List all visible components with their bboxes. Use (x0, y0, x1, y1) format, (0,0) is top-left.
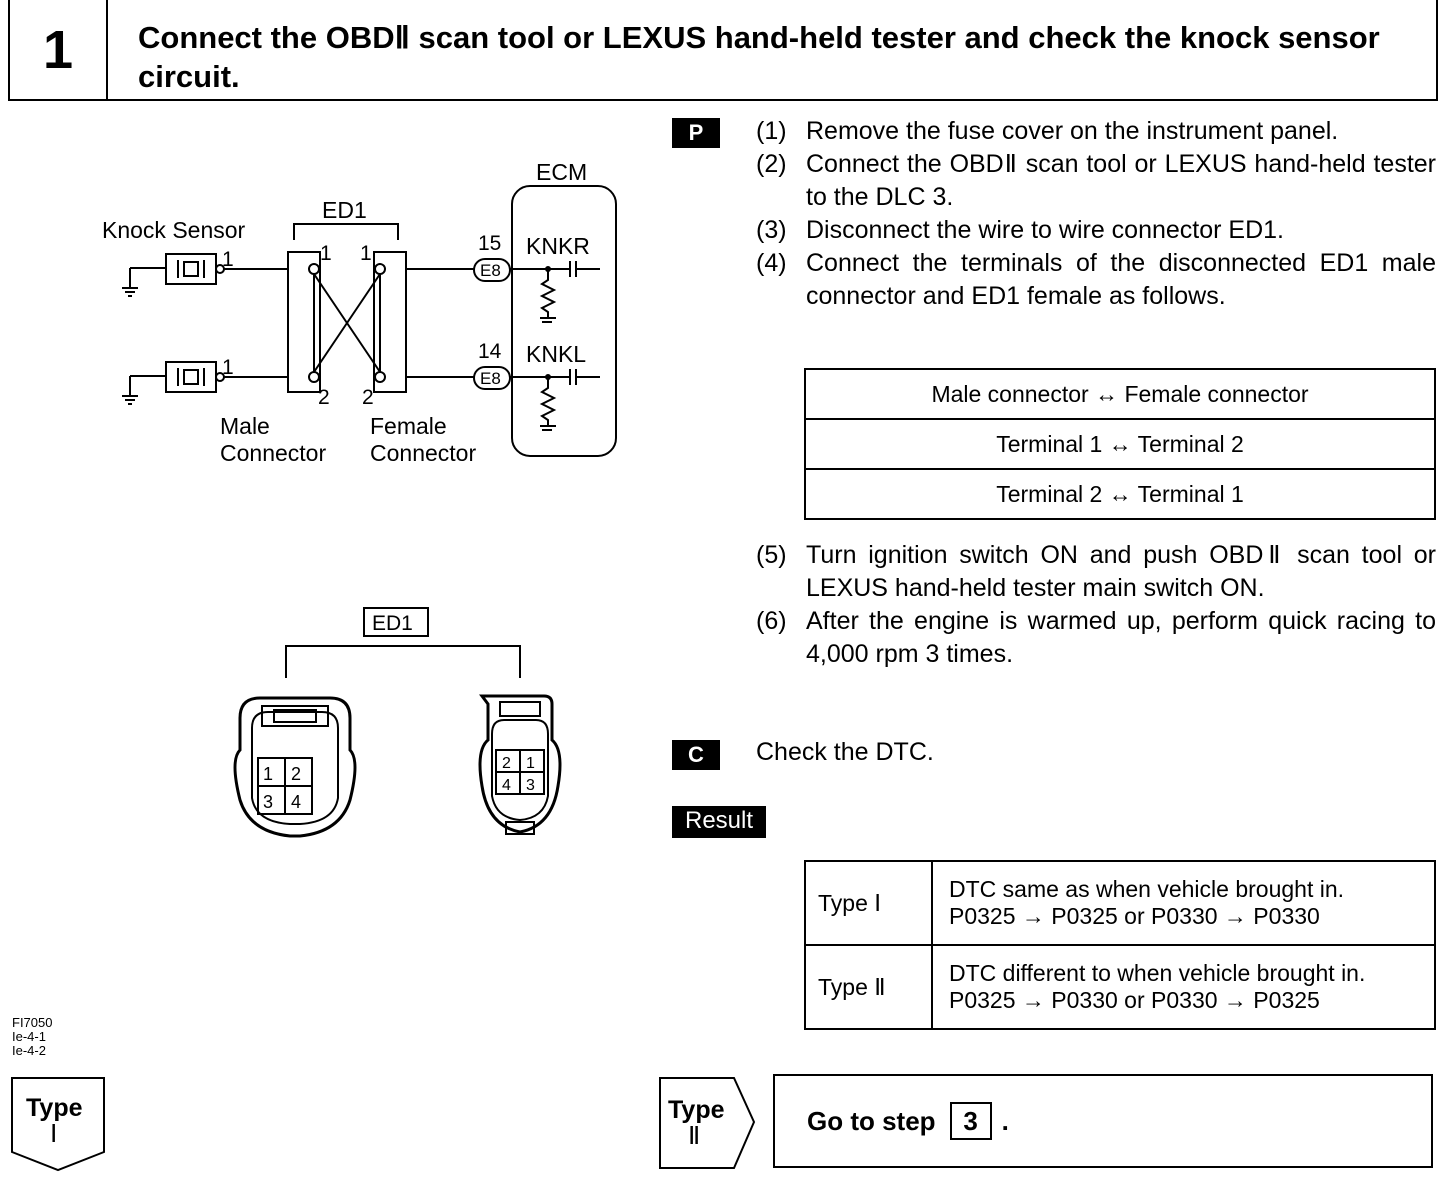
step-text: Connect the terminals of the disconnecte… (806, 249, 1436, 310)
goto-step-link[interactable]: 3 (949, 1102, 992, 1140)
connector-e8-bottom: E8 (480, 369, 501, 388)
female-connector-body (373, 251, 407, 393)
procedure-step: (6) After the engine is warmed up, perfo… (756, 605, 1436, 671)
male-label-line2: Connector (220, 440, 326, 466)
connector-e8-top: E8 (480, 261, 501, 280)
knock-sensor-label: Knock Sensor (102, 217, 246, 243)
check-badge: C (672, 740, 720, 770)
figure-code: Ie-4-2 (12, 1043, 46, 1058)
procedure-steps: (1) Remove the fuse cover on the instrum… (756, 115, 1436, 313)
procedure-step: (4) Connect the terminals of the disconn… (756, 247, 1436, 313)
result-type: Type Ⅱ (804, 944, 933, 1030)
result-table: Type Ⅰ DTC same as when vehicle brought … (804, 860, 1436, 1030)
step-num: (1) (756, 117, 787, 145)
step-header: 1 Connect the OBDⅡ scan tool or LEXUS ha… (8, 0, 1438, 101)
procedure-step: (2) Connect the OBDⅡ scan tool or LEXUS … (756, 148, 1436, 214)
connection-table-row: Terminal 2 ↔ Terminal 1 (804, 468, 1436, 520)
female-pin-view-3: 3 (526, 777, 535, 794)
ed1-bracket (293, 223, 399, 240)
male-pin-view-4: 4 (291, 792, 301, 812)
type1-numeral: Ⅰ (50, 1120, 57, 1148)
terminal-14: 14 (478, 340, 502, 363)
check-text: Check the DTC. (756, 738, 934, 766)
step-text: After the engine is warmed up, perform q… (806, 607, 1436, 668)
result-type: Type Ⅰ (804, 860, 933, 946)
connection-table: Male connector ↔ Female connector Termin… (804, 368, 1436, 520)
goto-suffix: . (1001, 1105, 1009, 1136)
female-pin-1: 1 (360, 242, 372, 265)
female-connector-view (478, 694, 562, 834)
male-pin-1: 1 (320, 242, 332, 265)
male-connector-body (287, 251, 321, 393)
ed1-view-label-box (363, 607, 429, 637)
connector-views: ED1 1 2 3 4 2 1 4 3 (233, 607, 562, 838)
female-label-line1: Female (370, 413, 447, 439)
male-pin-view-2: 2 (291, 764, 301, 784)
step-num: (4) (756, 249, 787, 277)
ed1-view-bracket (285, 645, 521, 678)
female-pin-view-4: 4 (502, 777, 511, 794)
figure-codes: FI7050 Ie-4-1 Ie-4-2 (12, 1016, 52, 1058)
sensor-pin-1-top: 1 (222, 248, 234, 271)
female-pin-view-2: 2 (502, 755, 511, 772)
type1-tag: Type Ⅰ (11, 1077, 105, 1172)
step-text: Remove the fuse cover on the instrument … (806, 117, 1339, 145)
result-desc: DTC different to when vehicle brought in… (931, 944, 1436, 1030)
step-num: (2) (756, 150, 787, 178)
procedure-steps-after: (5) Turn ignition switch ON and push OBD… (756, 539, 1436, 671)
knock-sensor-bottom (165, 361, 217, 393)
ed1-label: ED1 (322, 197, 367, 223)
male-pin-view-1: 1 (263, 764, 273, 784)
step-num: (3) (756, 216, 787, 244)
figure-code: Ie-4-1 (12, 1029, 46, 1044)
knkr-label: KNKR (526, 233, 590, 259)
ed1-view-label: ED1 (372, 612, 413, 635)
type2-tag: Type Ⅱ (659, 1077, 756, 1169)
type1-word: Type (26, 1094, 83, 1122)
figure-code: FI7050 (12, 1015, 53, 1030)
result-desc: DTC same as when vehicle brought in. P03… (931, 860, 1436, 946)
ecm-label: ECM (536, 159, 587, 185)
result-desc-line2: P0325 → P0330 or P0330 → P0325 (949, 987, 1320, 1013)
female-pin-2: 2 (362, 386, 374, 409)
step-number: 1 (10, 0, 108, 99)
knock-sensor-top (165, 253, 217, 285)
male-pin-view-3: 3 (263, 792, 273, 812)
step-title: Connect the OBDⅡ scan tool or LEXUS hand… (138, 20, 1380, 94)
result-desc-line2: P0325 → P0325 or P0330 → P0330 (949, 903, 1320, 929)
sensor-pin-1-bottom: 1 (222, 356, 234, 379)
ecm-box (511, 185, 617, 457)
goto-prefix: Go to step (807, 1105, 936, 1136)
procedure-step: (1) Remove the fuse cover on the instrum… (756, 115, 1436, 148)
connection-table-row: Terminal 1 ↔ Terminal 2 (804, 418, 1436, 470)
result-desc-line1: DTC same as when vehicle brought in. (949, 876, 1345, 902)
type2-numeral: Ⅱ (688, 1122, 700, 1150)
type2-word: Type (668, 1096, 725, 1124)
step-num: (5) (756, 541, 787, 569)
procedure-step: (3) Disconnect the wire to wire connecto… (756, 214, 1436, 247)
result-badge: Result (672, 806, 766, 838)
step-text: Disconnect the wire to wire connector ED… (806, 216, 1284, 244)
knkl-label: KNKL (526, 341, 586, 367)
result-desc-line1: DTC different to when vehicle brought in… (949, 960, 1366, 986)
female-label-line2: Connector (370, 440, 476, 466)
result-row: Type Ⅰ DTC same as when vehicle brought … (804, 860, 1436, 946)
female-pin-view-1: 1 (526, 755, 535, 772)
connection-table-header: Male connector ↔ Female connector (804, 368, 1436, 420)
male-label-line1: Male (220, 413, 270, 439)
step-text: Turn ignition switch ON and push OBDⅡ sc… (806, 541, 1436, 602)
result-row: Type Ⅱ DTC different to when vehicle bro… (804, 944, 1436, 1030)
step-num: (6) (756, 607, 787, 635)
male-connector-view (233, 696, 357, 838)
wiring-diagram: ECM ED1 Knock Sensor 1 1 1 1 2 2 15 14 E… (102, 159, 617, 466)
goto-box: Go to step 3 . (773, 1074, 1433, 1168)
male-pin-2: 2 (318, 386, 330, 409)
terminal-15: 15 (478, 232, 501, 255)
procedure-badge: P (672, 118, 720, 148)
procedure-step: (5) Turn ignition switch ON and push OBD… (756, 539, 1436, 605)
step-text: Connect the OBDⅡ scan tool or LEXUS hand… (806, 150, 1436, 211)
